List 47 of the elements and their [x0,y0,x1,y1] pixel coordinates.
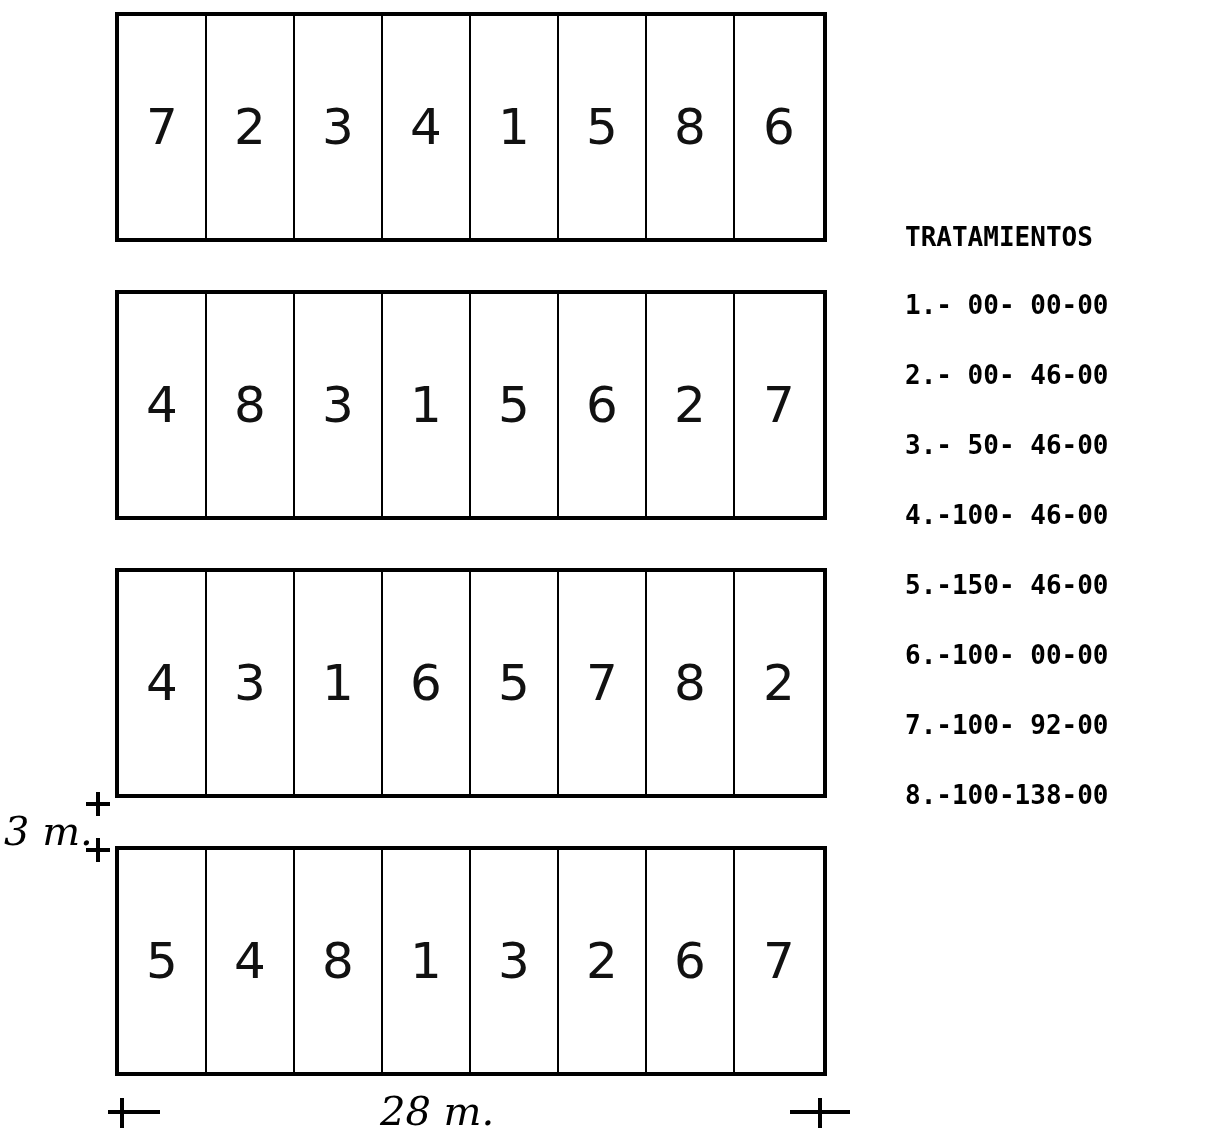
plot-cell: 6 [383,572,471,794]
field-block [115,12,827,242]
treatment-entry: 2.- 00- 46-00 [905,360,1109,390]
treatment-entry: 3.- 50- 46-00 [905,430,1109,460]
plot-cell: 7 [735,850,823,1072]
plot-cell: 2 [559,850,647,1072]
plot-cell: 3 [471,850,559,1072]
dimension-label: 3 m. [4,808,93,854]
plot-cell: 5 [471,294,559,516]
dimension-label: 28 m. [380,1088,495,1134]
plot-cell: 1 [471,16,559,238]
plot-cell: 8 [647,572,735,794]
field-block [115,568,827,798]
field-block [115,846,827,1076]
plot-cell: 3 [295,294,383,516]
plot-cell: 7 [119,16,207,238]
plot-cell: 6 [647,850,735,1072]
plot-cell: 6 [735,16,823,238]
plot-cell: 8 [207,294,295,516]
plot-cell: 2 [647,294,735,516]
plot-cell: 1 [383,294,471,516]
plot-cell: 7 [559,572,647,794]
plot-cell: 1 [295,572,383,794]
plot-cell: 1 [383,850,471,1072]
legend-heading: TRATAMIENTOS [905,222,1093,252]
plot-cell: 3 [295,16,383,238]
plot-cell: 5 [559,16,647,238]
plot-cell: 5 [471,572,559,794]
plot-cell: 4 [383,16,471,238]
plot-cell: 5 [119,850,207,1072]
plot-cell: 7 [735,294,823,516]
plot-cell: 8 [647,16,735,238]
treatment-entry: 8.-100-138-00 [905,780,1109,810]
plot-cell: 4 [207,850,295,1072]
treatment-entry: 4.-100- 46-00 [905,500,1109,530]
plot-cell: 2 [207,16,295,238]
plot-cell: 3 [207,572,295,794]
treatment-entry: 5.-150- 46-00 [905,570,1109,600]
treatment-entry: 7.-100- 92-00 [905,710,1109,740]
plot-cell: 4 [119,572,207,794]
field-block [115,290,827,520]
plot-cell: 8 [295,850,383,1072]
plot-cell: 6 [559,294,647,516]
plot-cell: 4 [119,294,207,516]
plot-cell: 2 [735,572,823,794]
treatment-entry: 1.- 00- 00-00 [905,290,1109,320]
treatment-entry: 6.-100- 00-00 [905,640,1109,670]
